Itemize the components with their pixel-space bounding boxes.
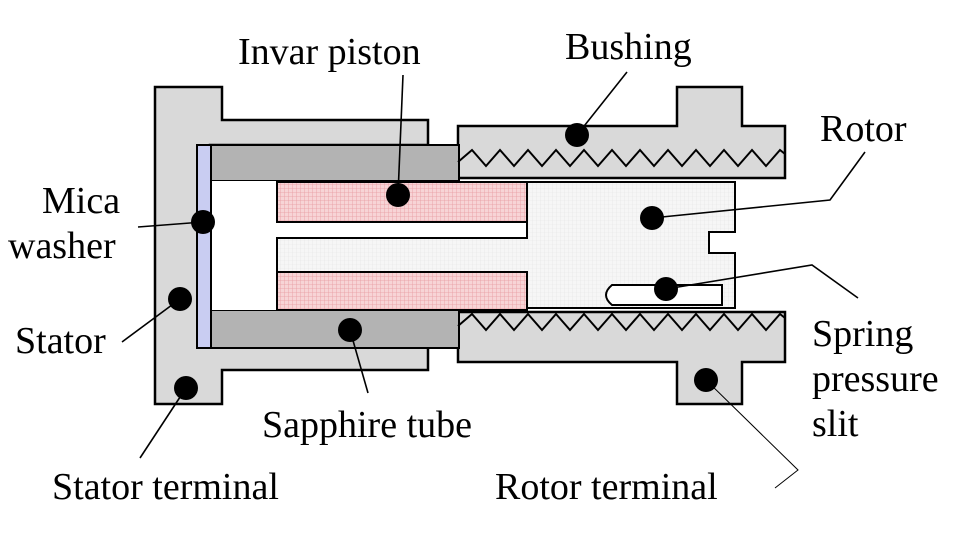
leader-rotor-terminal: [705, 379, 799, 489]
label-spring-line2: pressure: [812, 358, 939, 400]
label-rotor: Rotor: [820, 108, 907, 150]
label-spring-line1: Spring: [812, 313, 913, 355]
sapphire-tube-top: [210, 144, 460, 182]
leader-invar-piston: [397, 74, 404, 196]
leader-sapphire-tube: [349, 329, 369, 394]
label-sapphire-tube: Sapphire tube: [262, 404, 472, 446]
label-stator-terminal: Stator terminal: [52, 466, 279, 508]
mica-washer: [196, 144, 212, 349]
leader-spring-slit: [665, 264, 859, 299]
leader-mica-washer: [137, 221, 204, 228]
bushing-top: [456, 85, 787, 180]
label-stator: Stator: [15, 320, 106, 362]
label-invar-piston: Invar piston: [238, 31, 421, 73]
leader-stator-terminal: [139, 387, 187, 459]
sapphire-tube-bottom: [210, 309, 460, 349]
label-spring-line3: slit: [812, 403, 859, 445]
label-mica-line1: Mica: [42, 180, 120, 222]
leader-bushing: [576, 71, 628, 136]
invar-piston-bottom: [276, 271, 528, 311]
thread-top: [457, 148, 786, 168]
thread-bottom: [457, 312, 786, 332]
rotor-body: [276, 181, 736, 309]
label-rotor-terminal: Rotor terminal: [495, 466, 718, 508]
leader-lines: [121, 71, 866, 489]
label-bushing: Bushing: [565, 26, 692, 68]
label-mica-line2: washer: [8, 225, 116, 267]
leader-stator: [121, 298, 181, 343]
leader-rotor: [651, 151, 866, 219]
